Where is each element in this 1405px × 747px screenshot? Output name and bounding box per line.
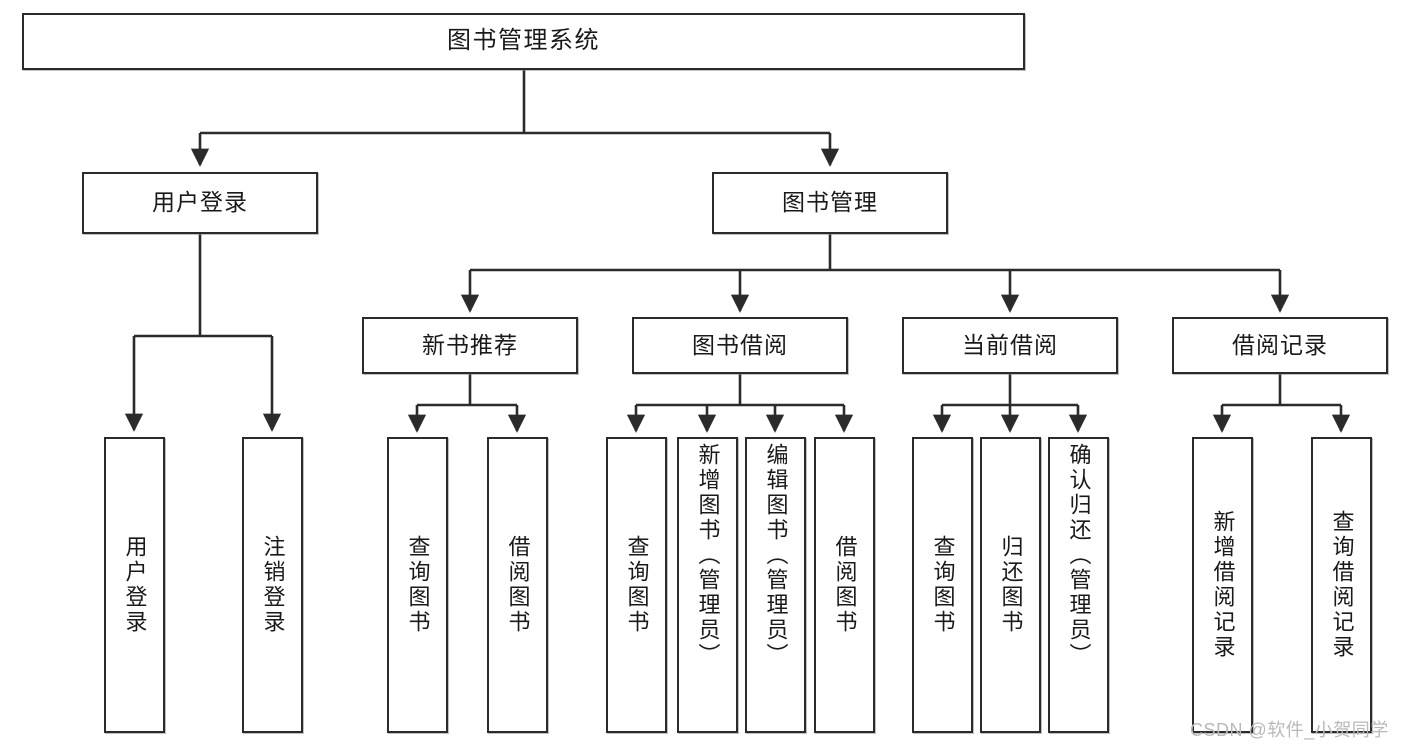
node-label: 图书管理系统 xyxy=(447,27,600,55)
node-label: 注销登录 xyxy=(260,535,286,635)
node-leaf-add-book-admin[interactable]: 新增图书（管理员） xyxy=(677,437,738,733)
node-label: 查询借阅记录 xyxy=(1329,510,1355,660)
node-label: 借阅记录 xyxy=(1232,331,1328,358)
node-label: 归还图书 xyxy=(998,535,1024,635)
node-label: 借阅图书 xyxy=(505,535,531,635)
node-user-login[interactable]: 用户登录 xyxy=(82,172,318,234)
node-leaf-borrow-books[interactable]: 借阅图书 xyxy=(814,437,875,733)
node-label: 新增借阅记录 xyxy=(1210,510,1236,660)
csdn-watermark: CSDN @软件_小贺同学 xyxy=(1190,720,1389,740)
node-label: 确认归还（管理员） xyxy=(1066,443,1092,668)
node-leaf-logout[interactable]: 注销登录 xyxy=(242,437,303,733)
node-label: 查询图书 xyxy=(930,535,956,635)
node-root-book-management-system[interactable]: 图书管理系统 xyxy=(22,13,1025,70)
node-label: 编辑图书（管理员） xyxy=(763,443,789,668)
node-book-management[interactable]: 图书管理 xyxy=(712,172,948,234)
node-leaf-confirm-return-admin[interactable]: 确认归还（管理员） xyxy=(1048,437,1109,733)
node-label: 用户登录 xyxy=(152,189,248,216)
node-leaf-user-login[interactable]: 用户登录 xyxy=(104,437,165,733)
node-leaf-query-books-borrow[interactable]: 查询图书 xyxy=(606,437,667,733)
node-new-book-recommendation[interactable]: 新书推荐 xyxy=(362,317,578,374)
node-current-borrowing[interactable]: 当前借阅 xyxy=(902,317,1118,374)
node-label: 图书管理 xyxy=(782,189,878,216)
node-borrowing-records[interactable]: 借阅记录 xyxy=(1172,317,1388,374)
node-label: 新增图书（管理员） xyxy=(695,443,721,668)
node-leaf-add-borrow-record[interactable]: 新增借阅记录 xyxy=(1192,437,1253,733)
node-label: 新书推荐 xyxy=(422,331,518,358)
node-label: 查询图书 xyxy=(405,535,431,635)
node-leaf-query-books-recommend[interactable]: 查询图书 xyxy=(387,437,448,733)
node-leaf-borrow-books-recommend[interactable]: 借阅图书 xyxy=(487,437,548,733)
node-label: 当前借阅 xyxy=(962,331,1058,358)
node-book-borrowing[interactable]: 图书借阅 xyxy=(632,317,848,374)
node-label: 借阅图书 xyxy=(832,535,858,635)
node-label: 用户登录 xyxy=(122,535,148,635)
node-leaf-query-borrow-record[interactable]: 查询借阅记录 xyxy=(1311,437,1372,733)
node-leaf-query-books-current[interactable]: 查询图书 xyxy=(912,437,973,733)
node-leaf-return-books[interactable]: 归还图书 xyxy=(980,437,1041,733)
node-label: 查询图书 xyxy=(624,535,650,635)
node-label: 图书借阅 xyxy=(692,331,788,358)
node-leaf-edit-book-admin[interactable]: 编辑图书（管理员） xyxy=(745,437,806,733)
